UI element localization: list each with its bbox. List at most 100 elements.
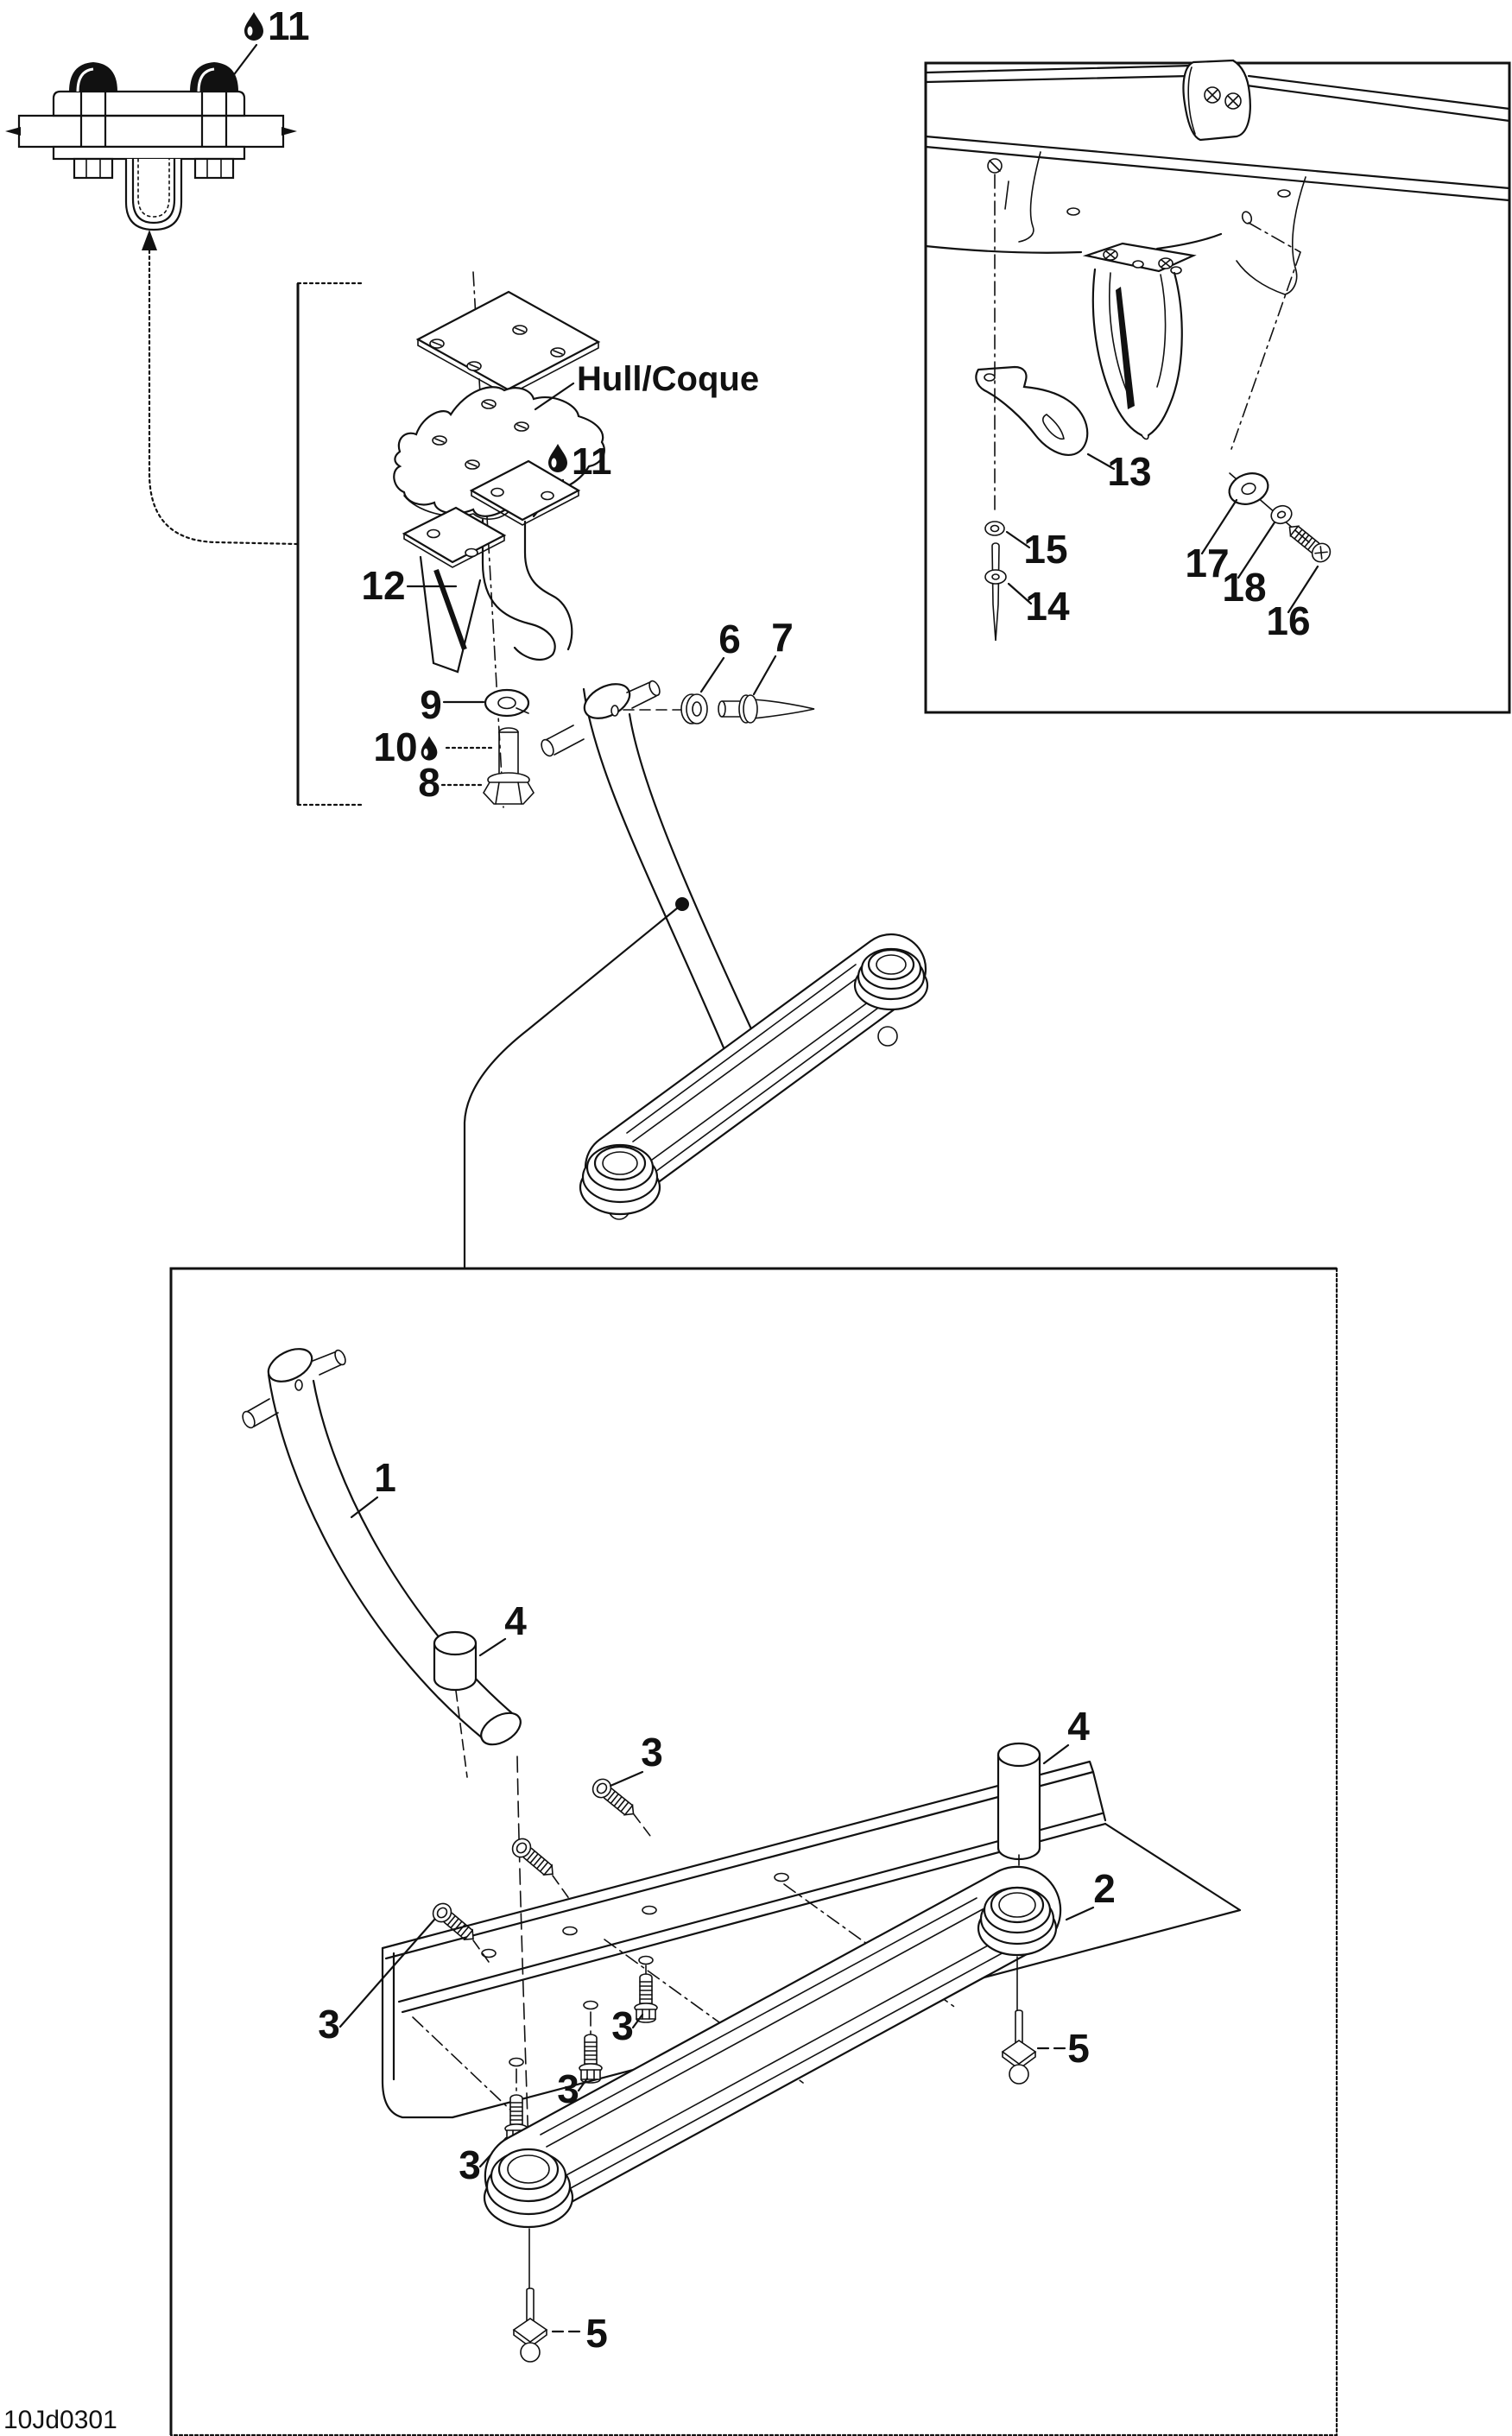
u-bracket-section <box>124 159 183 231</box>
pylon-peg-right <box>648 680 661 697</box>
assembly-group-bracket <box>296 282 363 807</box>
part-label-2: 2 <box>1093 1866 1116 1911</box>
pin-hole <box>294 1379 303 1391</box>
part-label-17: 17 <box>1185 541 1229 585</box>
top-mount-plate <box>415 290 601 396</box>
bolt-3e <box>579 2034 603 2084</box>
pylon-base-detail-box: 1 4 3 3 <box>169 1267 1338 2436</box>
peg-right <box>334 1349 346 1366</box>
tube-opening <box>267 1348 313 1383</box>
washer-18 <box>1270 504 1293 525</box>
push-pin-5-bottom <box>513 2287 547 2363</box>
plate-hole <box>642 1905 657 1915</box>
part-label-4a: 4 <box>504 1598 527 1643</box>
washer-6 <box>680 693 708 724</box>
bumper-cylinder-4b <box>996 1742 1041 1861</box>
part-label-10: 10 <box>373 724 417 769</box>
leader-3-topright <box>609 1770 644 1787</box>
part-label-12: 12 <box>361 563 405 608</box>
part-label-7: 7 <box>771 615 794 660</box>
alignment-line-4a <box>455 1690 468 1778</box>
part-label-18: 18 <box>1222 565 1266 610</box>
centerline-16 <box>1230 222 1301 450</box>
leader-15 <box>1005 530 1031 549</box>
screw-3b <box>508 1834 560 1882</box>
backing-plate-section <box>52 90 246 117</box>
detail-connector-curve <box>148 249 299 546</box>
screw-3b-axis <box>552 1875 571 1901</box>
screw-3c <box>428 1899 480 1947</box>
drawing-code: 10Jd0301 <box>3 2406 117 2434</box>
hull-hole <box>1277 189 1291 198</box>
flange-hole <box>638 1955 654 1965</box>
hull-pylon-bracket <box>1082 242 1197 440</box>
pylon-hook-bracket <box>469 459 581 661</box>
part-label-3-topright: 3 <box>641 1730 663 1775</box>
plate-hole <box>562 1926 578 1936</box>
leader-3-left <box>338 1918 436 2028</box>
lubricant-droplet-icon <box>421 736 438 761</box>
leader-18 <box>1237 521 1276 579</box>
leader-14 <box>1007 582 1033 605</box>
screw-3a-axis <box>633 1813 654 1840</box>
part-label-8: 8 <box>418 760 440 805</box>
link-bar-middle <box>579 933 929 1216</box>
pin-14 <box>984 542 1007 642</box>
bolt-3d <box>634 1973 658 2023</box>
leader-7 <box>752 655 777 696</box>
hull-hole <box>1066 207 1080 216</box>
bumper-cylinder-4a <box>433 1630 478 1692</box>
part-label-16: 16 <box>1266 598 1310 643</box>
flange-hole <box>583 2000 598 2010</box>
hex-nut-right <box>193 157 235 180</box>
part-label-11-mid: 11 <box>572 440 612 483</box>
detail-box-border <box>169 1267 1337 2435</box>
hull-side-panel <box>924 151 1306 295</box>
part-label-11-top: 11 <box>268 3 310 48</box>
part-label-3-left: 3 <box>318 2002 340 2047</box>
bracket-top-plate-section <box>52 145 246 161</box>
hull-mount-cross-section-detail: 11 <box>5 3 310 546</box>
hull-underside-detail-box: 13 15 14 17 18 16 <box>924 59 1511 714</box>
lubricant-droplet-icon <box>244 12 263 41</box>
pin-hole <box>610 705 619 717</box>
hex-nut-left <box>73 157 114 180</box>
section-break-arrow-left <box>5 127 21 136</box>
section-break-arrow-right <box>282 127 297 136</box>
leader-16 <box>1287 565 1319 614</box>
pylon-assembly-overview: 6 7 <box>463 615 929 1269</box>
part-label-6: 6 <box>718 617 741 661</box>
leader-4a <box>478 1637 507 1657</box>
part-label-5r: 5 <box>1067 2026 1090 2071</box>
hull-label: Hull/Coque <box>577 360 759 398</box>
part-label-1: 1 <box>374 1455 396 1500</box>
pylon-peg-left <box>541 738 554 757</box>
link-bar-2 <box>483 1865 1062 2229</box>
bumper-foot-right <box>877 1026 898 1047</box>
leader-11-top <box>228 43 258 82</box>
plate-hole <box>481 1948 497 1958</box>
gunwale-rails <box>924 59 1511 202</box>
pylon-tube-opening <box>583 683 631 719</box>
part-label-5b: 5 <box>585 2311 608 2356</box>
rubber-cap-left <box>69 62 117 92</box>
screw-3c-axis <box>472 1939 490 1963</box>
flange-hole <box>509 2057 524 2067</box>
push-pin-5-right <box>1002 2009 1036 2085</box>
leader-3d <box>631 2013 644 2029</box>
washer-9 <box>484 688 530 718</box>
tube-lower-end <box>480 1712 522 1746</box>
detail-connector-line <box>463 902 684 1269</box>
detail-arrow-up <box>142 230 157 250</box>
washer-15 <box>984 521 1005 536</box>
plate-hole <box>774 1872 789 1882</box>
part-label-15: 15 <box>1023 527 1067 572</box>
support-bracket-12 <box>402 506 507 674</box>
part-label-3f: 3 <box>459 2142 481 2187</box>
exploded-mount-column: Hull/Coque 11 12 9 <box>361 271 759 808</box>
part-label-3d: 3 <box>611 2003 634 2048</box>
part-label-13: 13 <box>1107 449 1151 494</box>
pylon-centerline <box>516 1756 529 2148</box>
